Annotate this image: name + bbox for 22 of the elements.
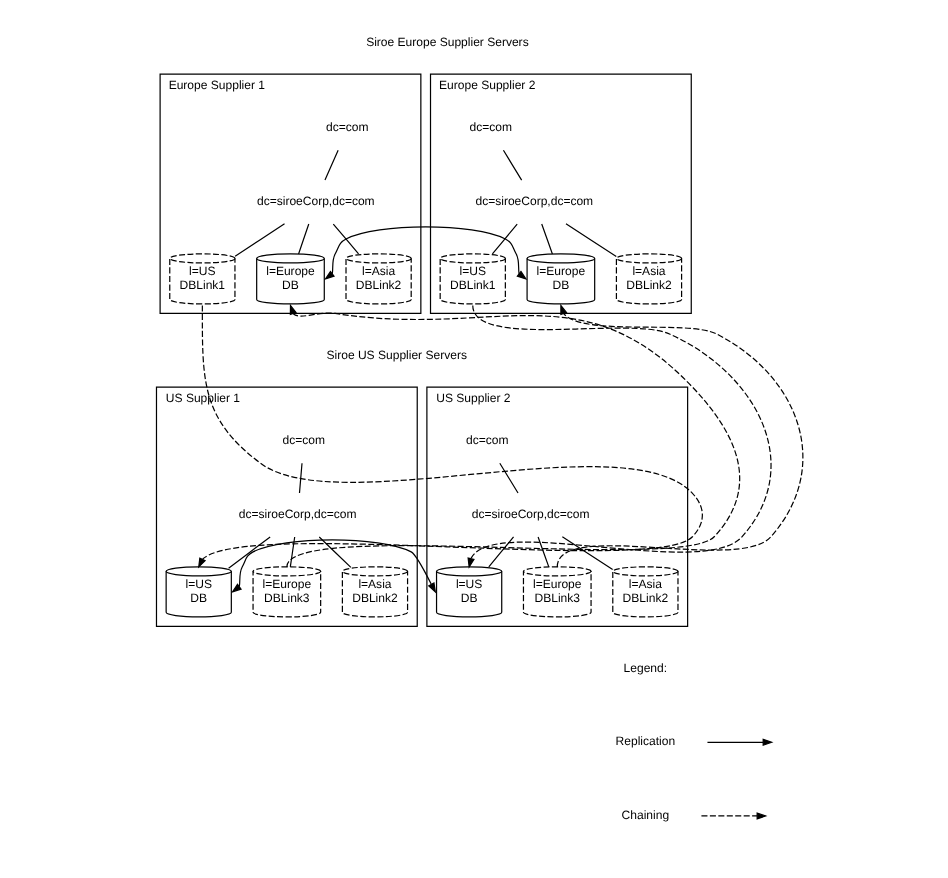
connector bbox=[227, 536, 270, 569]
connector bbox=[323, 149, 338, 181]
connector bbox=[501, 149, 522, 181]
arrow bbox=[555, 303, 803, 568]
arrow bbox=[466, 304, 771, 569]
arrow bbox=[230, 539, 436, 594]
connector bbox=[317, 536, 351, 569]
connector bbox=[536, 536, 549, 568]
connector bbox=[487, 536, 514, 568]
connector bbox=[490, 223, 517, 255]
arrow bbox=[285, 303, 740, 568]
connector bbox=[331, 223, 359, 255]
connector bbox=[297, 462, 302, 494]
connector bbox=[288, 536, 295, 568]
connector bbox=[560, 536, 613, 570]
arrow bbox=[196, 304, 702, 569]
connector bbox=[498, 462, 518, 494]
connector bbox=[296, 223, 309, 255]
connector bbox=[564, 223, 616, 258]
connector bbox=[540, 223, 552, 255]
arrow bbox=[323, 226, 527, 280]
connector bbox=[233, 223, 285, 257]
